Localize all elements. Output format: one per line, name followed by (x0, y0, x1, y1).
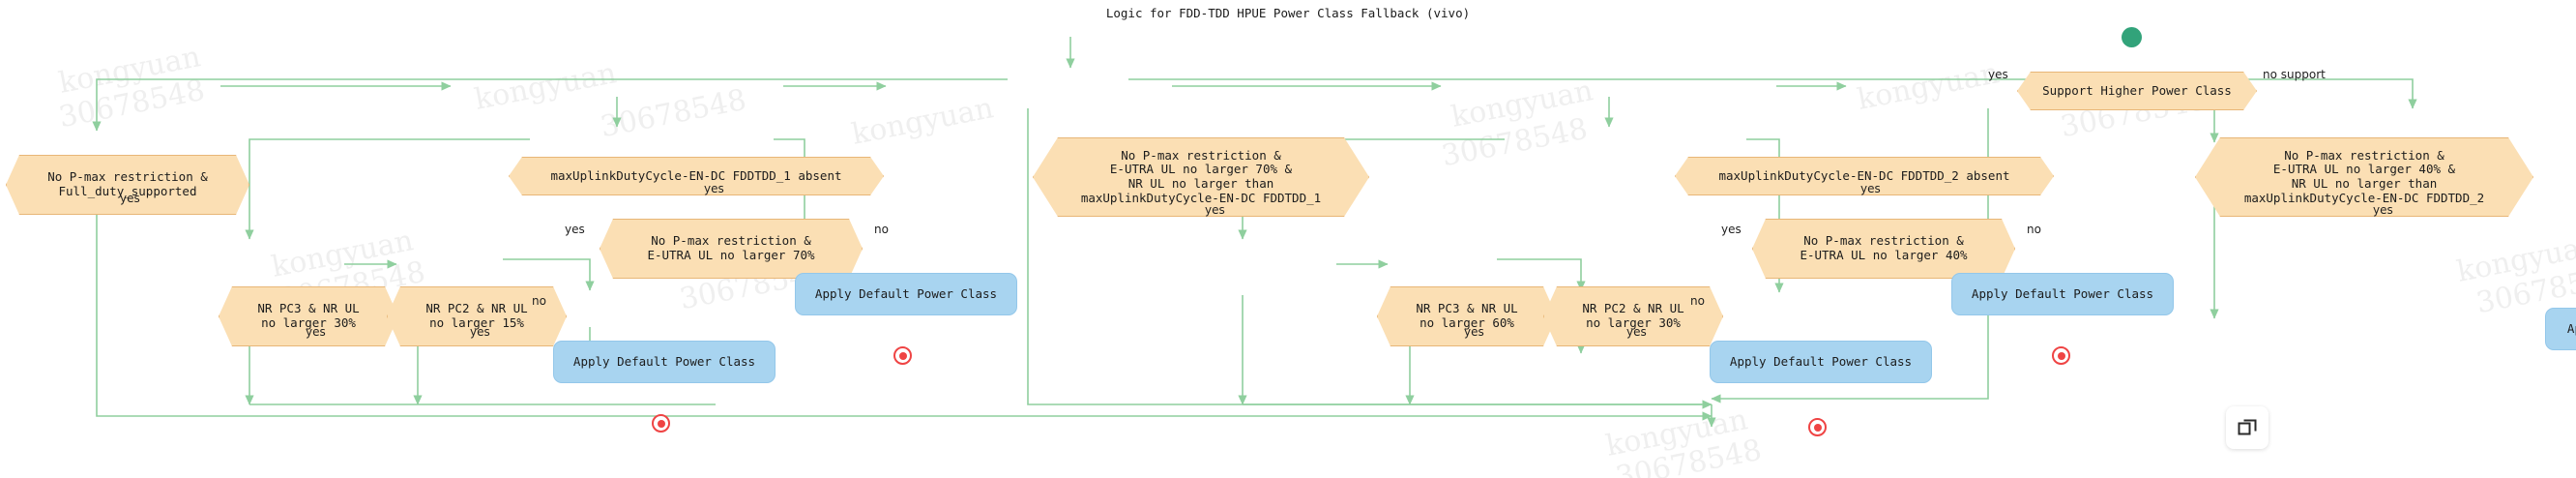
node-label: Apply Default Power Class (1971, 285, 2154, 301)
edge-label-l_yes_pc2_15: yes (470, 325, 490, 339)
node-d_pc3_60[interactable]: NR PC3 & NR UL no larger 60% (1377, 286, 1557, 346)
edge-label-l_yes_f2: yes (1860, 182, 1881, 195)
node-d_f1_absent[interactable]: maxUplinkDutyCycle-EN-DC FDDTDD_1 absent (509, 157, 884, 195)
node-label: Apply Default Power Class (2566, 320, 2576, 336)
node-d_eutra40[interactable]: No P-max restriction & E-UTRA UL no larg… (1752, 219, 2015, 279)
node-label: maxUplinkDutyCycle-EN-DC FDDTDD_1 absent (550, 167, 842, 183)
edge-label-l_no_eutra70: no (874, 223, 889, 236)
edge-label-l_yes_eutra70: yes (565, 223, 585, 236)
edge-label-l_yes_f1: yes (704, 182, 724, 195)
end-node (652, 414, 670, 433)
edge-label-l_yes_big1: yes (1205, 203, 1225, 217)
edge-label-l_no_pc2_15: no (532, 294, 546, 308)
node-label: No P-max restriction & E-UTRA UL no larg… (1080, 147, 1322, 205)
node-d_pc3_30[interactable]: NR PC3 & NR UL no larger 30% (219, 286, 398, 346)
node-a_def_4[interactable]: Apply Default Power Class (1951, 273, 2174, 315)
node-support[interactable]: Support Higher Power Class (2017, 72, 2257, 110)
page-title: Logic for FDD-TDD HPUE Power Class Fallb… (1105, 6, 1471, 20)
copy-icon[interactable] (2226, 406, 2269, 449)
node-label: No P-max restriction & E-UTRA UL no larg… (1800, 233, 1968, 262)
node-label: Apply Default Power Class (814, 285, 998, 301)
node-a_def_5[interactable]: Apply Default Power Class (2545, 308, 2576, 350)
edge-label-l_no_eutra40: no (2027, 223, 2041, 236)
node-d_f2_absent[interactable]: maxUplinkDutyCycle-EN-DC FDDTDD_2 absent (1675, 157, 2054, 195)
node-d_big2[interactable]: No P-max restriction & E-UTRA UL no larg… (2195, 137, 2533, 217)
node-label: Support Higher Power Class (2042, 82, 2232, 98)
node-label: maxUplinkDutyCycle-EN-DC FDDTDD_2 absent (1718, 167, 2010, 183)
node-d_eutra70[interactable]: No P-max restriction & E-UTRA UL no larg… (600, 219, 863, 279)
node-d_pc2_30[interactable]: NR PC2 & NR UL no larger 30% (1543, 286, 1723, 346)
node-label: No P-max restriction & E-UTRA UL no larg… (647, 233, 815, 262)
edge-label-l_yes_pc3_60: yes (1464, 325, 1484, 339)
start-node (2122, 27, 2142, 47)
node-a_def_3[interactable]: Apply Default Power Class (1710, 341, 1932, 383)
end-node (2052, 346, 2070, 365)
node-d_big1[interactable]: No P-max restriction & E-UTRA UL no larg… (1033, 137, 1369, 217)
node-label: NR PC3 & NR UL no larger 60% (1416, 301, 1518, 330)
edge-label-l_yes_eutra40: yes (1721, 223, 1742, 236)
node-label: NR PC3 & NR UL no larger 30% (257, 301, 360, 330)
node-label: Apply Default Power Class (1729, 353, 1913, 369)
node-label: No P-max restriction & Full_duty_support… (47, 169, 208, 198)
edge-label-l_no_support: no support (2263, 68, 2326, 81)
edge-label-l_no_pc2_30: no (1690, 294, 1705, 308)
edge-label-l_yes_big2: yes (2373, 203, 2393, 217)
edge-label-l_yes_support: yes (1988, 68, 2008, 81)
edge-label-l_yes_left: yes (120, 192, 140, 205)
node-label: NR PC2 & NR UL no larger 30% (1582, 301, 1684, 330)
end-node (893, 346, 912, 365)
node-a_def_1[interactable]: Apply Default Power Class (553, 341, 776, 383)
node-a_def_2[interactable]: Apply Default Power Class (795, 273, 1017, 315)
edge-label-l_yes_pc3_30: yes (306, 325, 326, 339)
node-label: NR PC2 & NR UL no larger 15% (425, 301, 528, 330)
end-node (1808, 418, 1827, 436)
node-d_left[interactable]: No P-max restriction & Full_duty_support… (6, 155, 249, 215)
edge-label-l_yes_pc2_30: yes (1626, 325, 1647, 339)
node-d_pc2_15[interactable]: NR PC2 & NR UL no larger 15% (387, 286, 567, 346)
node-label: No P-max restriction & E-UTRA UL no larg… (2243, 147, 2485, 205)
node-label: Apply Default Power Class (572, 353, 756, 369)
copy-glyph (2238, 419, 2257, 435)
